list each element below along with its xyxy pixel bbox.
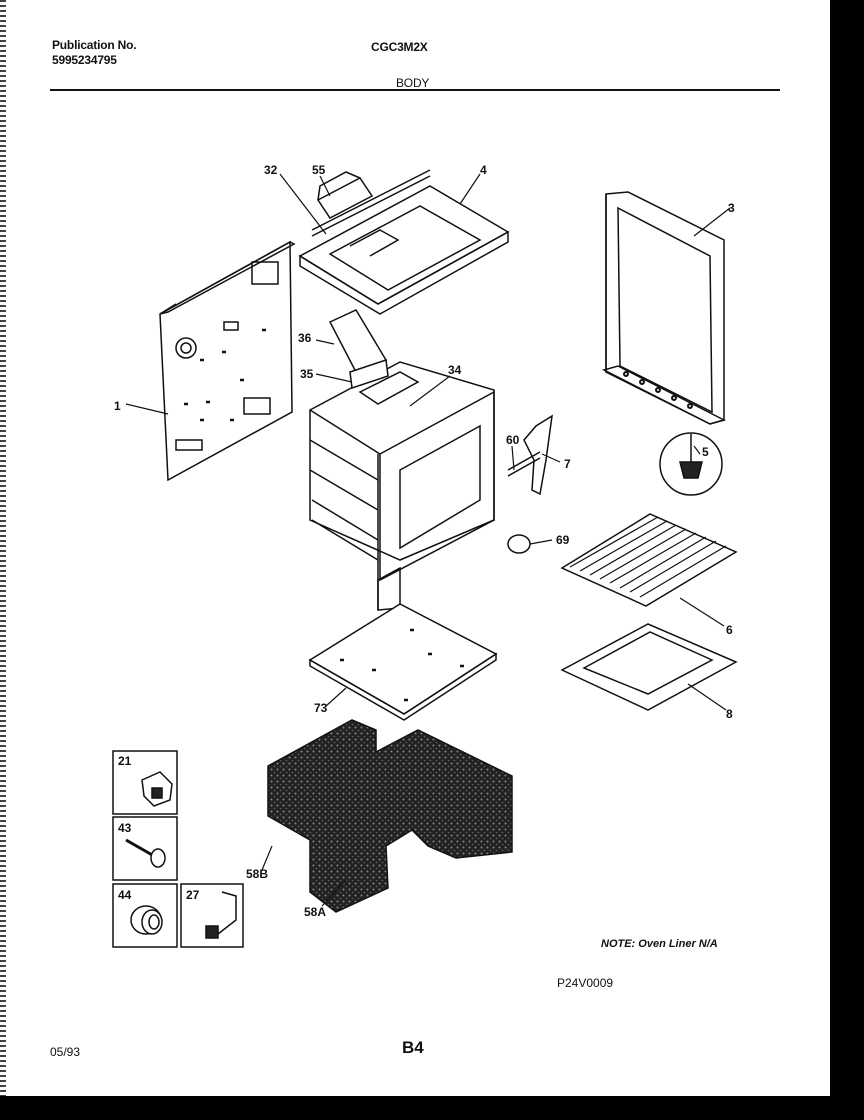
callout-6: 6 (726, 623, 733, 637)
oven-rack-part (560, 513, 738, 607)
scan-border-right (830, 0, 864, 1120)
callout-55: 55 (312, 163, 326, 177)
page-number: B4 (402, 1038, 424, 1057)
broiler-pan-part (560, 623, 738, 711)
callout-36: 36 (298, 331, 312, 345)
header-rule (50, 89, 780, 91)
publication-label: Publication No. (52, 38, 137, 52)
bottom-panel-part (308, 603, 498, 721)
callout-58a: 58A (304, 905, 326, 919)
grommet-part (130, 905, 163, 935)
callout-8: 8 (726, 707, 733, 721)
insulation-blanket-part (267, 719, 513, 913)
publication-number: 5995234795 (52, 53, 117, 67)
callout-1: 1 (114, 399, 121, 413)
door-hinge-part (507, 414, 553, 496)
clip-part (141, 771, 173, 807)
bracket-part (316, 171, 374, 219)
callout-32: 32 (264, 163, 278, 177)
model-number: CGC3M2X (371, 40, 428, 54)
callout-4: 4 (480, 163, 487, 177)
callout-27: 27 (186, 888, 200, 902)
callout-5: 5 (702, 445, 709, 459)
callout-60: 60 (506, 433, 520, 447)
screw-part (125, 838, 166, 868)
oven-body-part (309, 361, 495, 611)
leveling-leg-part (659, 432, 723, 496)
callout-44: 44 (118, 888, 132, 902)
figure-code: P24V0009 (557, 976, 614, 990)
publication-date: 05/93 (50, 1045, 81, 1059)
callout-21: 21 (118, 754, 132, 768)
callout-3: 3 (728, 201, 735, 215)
part-box-43 (112, 816, 178, 881)
scan-border-bottom (0, 1096, 864, 1120)
flue-duct-part (328, 309, 389, 390)
oven-liner-note: NOTE: Oven Liner N/A (601, 938, 718, 950)
top-frame-part (298, 169, 510, 315)
section-title: BODY (396, 76, 430, 90)
door-frame-part (601, 191, 727, 425)
callout-73: 73 (314, 701, 328, 715)
back-panel-part (159, 240, 296, 482)
callout-7: 7 (564, 457, 571, 471)
plug-part (507, 534, 531, 554)
bracket-clip-part (205, 891, 237, 939)
callout-69: 69 (556, 533, 570, 547)
callout-35: 35 (300, 367, 314, 381)
callout-58b: 58B (246, 867, 268, 881)
callout-34: 34 (448, 363, 462, 377)
callout-43: 43 (118, 821, 132, 835)
scan-edge (0, 0, 6, 1120)
